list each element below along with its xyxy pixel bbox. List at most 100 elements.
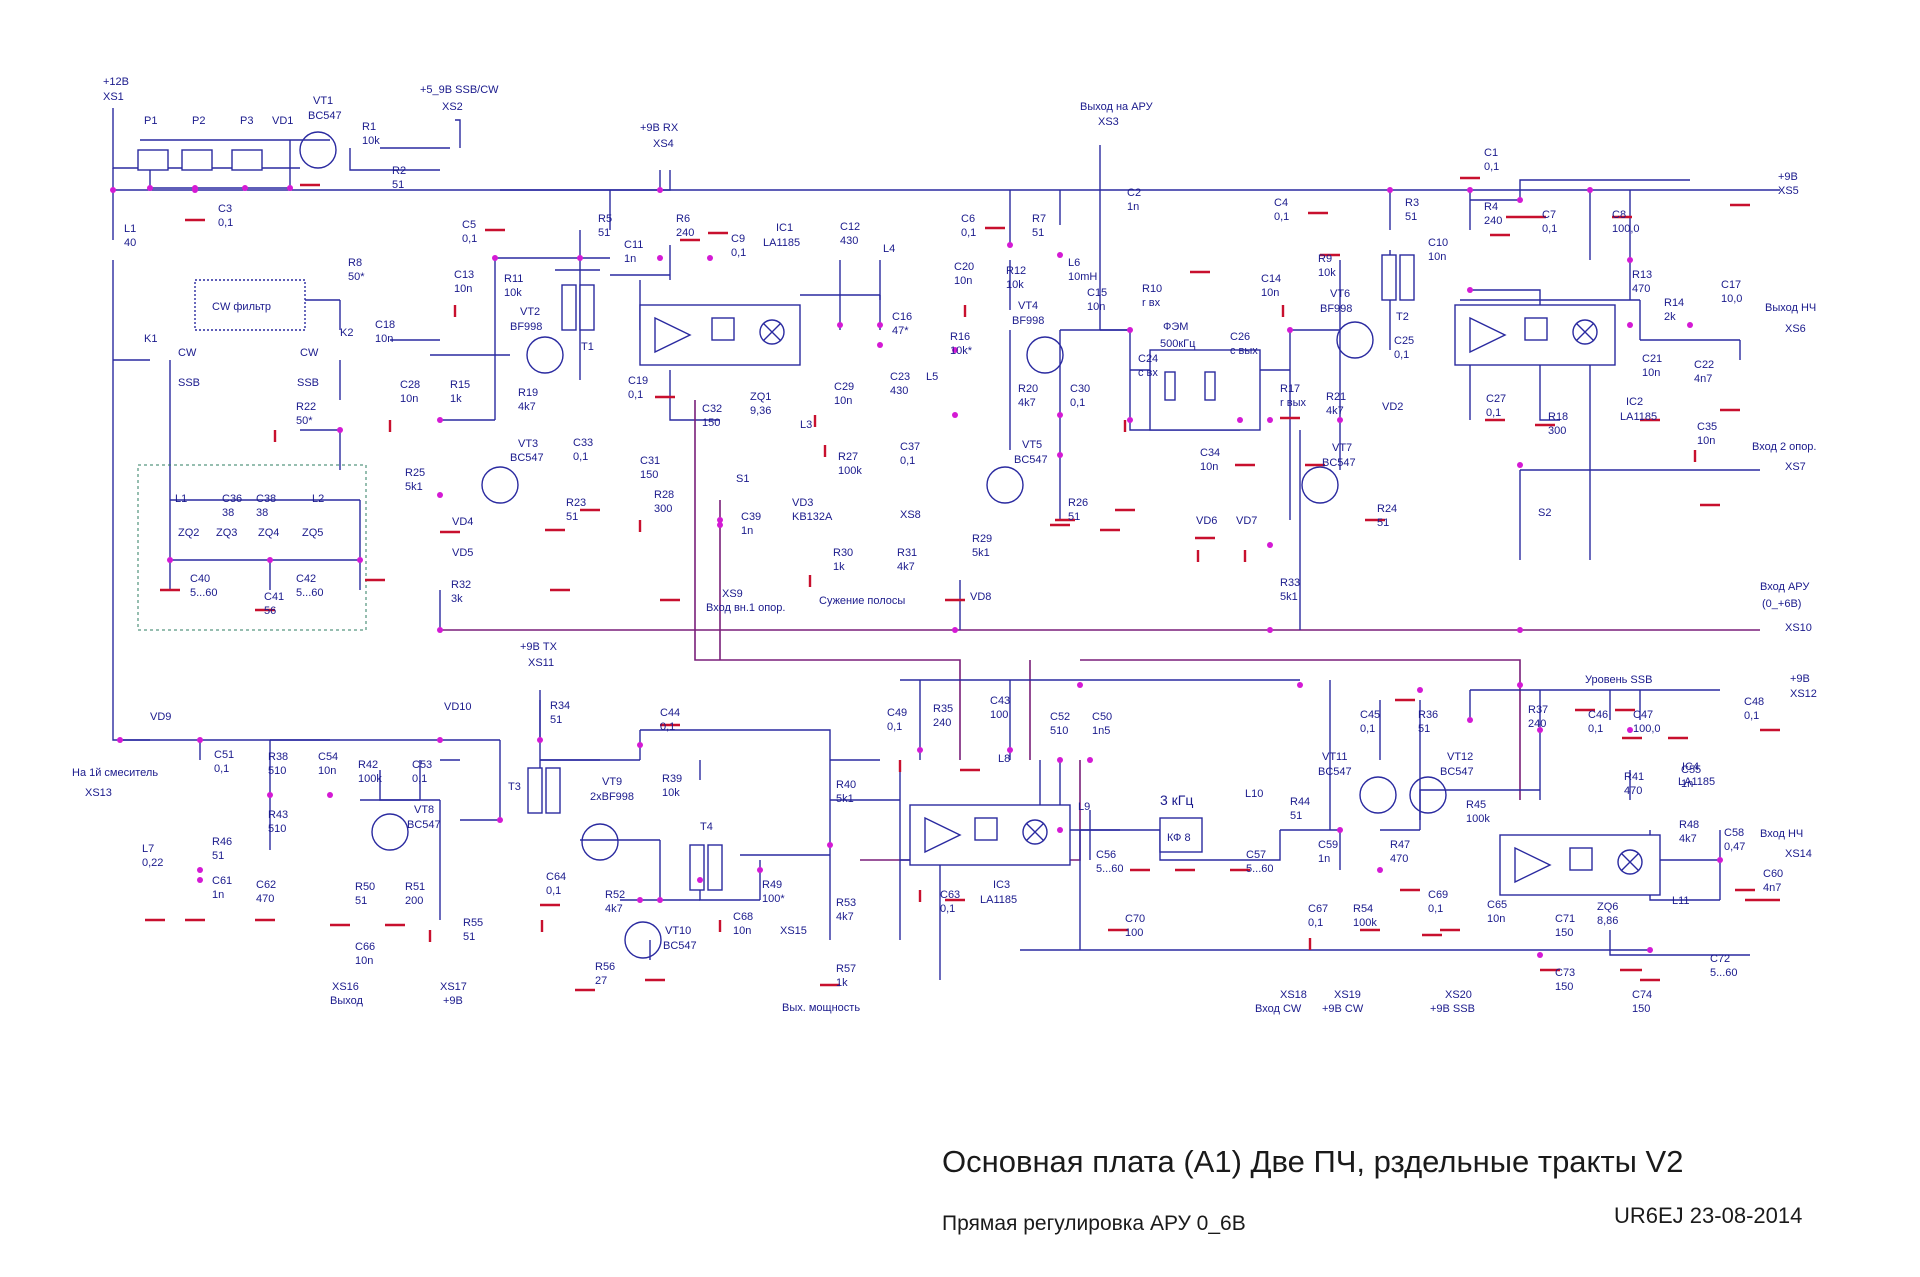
capacitor-c58-ref: C58 [1724,827,1744,839]
xs2-ref: XS2 [442,101,463,113]
misc-k1-label: K1 [144,333,157,345]
capacitor-c18-ref: C18 [375,319,395,331]
crystal-filter-area [137,464,367,631]
capacitor-c71-value: 150 [1555,927,1573,939]
xs10-label: Вход АРУ [1760,581,1810,593]
resistor-r42-ref: R42 [358,759,378,771]
misc-t4-label: T4 [700,821,713,833]
resistor-r19-ref: R19 [518,387,538,399]
capacitor-c45-value: 0,1 [1360,723,1375,735]
capacitor-c10-ref: C10 [1428,237,1448,249]
capacitor-c9-ref: C9 [731,233,745,245]
resistor-r12-ref: R12 [1006,265,1026,277]
capacitor-c74-ref: C74 [1632,989,1652,1001]
capacitor-c20-ref: C20 [954,261,974,273]
fem-freq-label: 500кГц [1160,338,1196,350]
capacitor-c27-ref: C27 [1486,393,1506,405]
vt10-ref: VT10 [665,925,691,937]
resistor-r29-ref: R29 [972,533,992,545]
capacitor-c46-value: 0,1 [1588,723,1603,735]
resistor-r52-value: 4k7 [605,903,623,915]
resistor-r15-value: 1k [450,393,462,405]
capacitor-c16-value: 47* [892,325,909,337]
resistor-r51-value: 200 [405,895,423,907]
xs12-ref: XS12 [1790,688,1817,700]
capacitor-c63-value: 0,1 [940,903,955,915]
out-power-label: Вых. мощность [782,1002,860,1014]
xs11-ref: XS11 [528,657,554,669]
resistor-r26-value: 51 [1068,511,1080,523]
resistor-r15-ref: R15 [450,379,470,391]
capacitor-c52-value: 510 [1050,725,1068,737]
resistor-r45-ref: R45 [1466,799,1486,811]
vt2-ref: VT2 [520,306,540,318]
vt11-part: BC547 [1318,766,1352,778]
resistor-r7-ref: R7 [1032,213,1046,225]
capacitor-c11-ref: C11 [624,239,643,251]
xs2-label: +5_9В SSB/CW [420,84,499,96]
capacitor-c60-ref: C60 [1763,868,1783,880]
xs17-ref: XS17 [440,981,467,993]
xs6-ref: XS6 [1785,323,1806,335]
inductor-l5-ref: L5 [926,371,938,383]
vt2-part: BF998 [510,321,542,333]
resistor-r25-ref: R25 [405,467,425,479]
capacitor-c15-ref: C15 [1087,287,1107,299]
k2-ssb: SSB [297,377,319,389]
capacitor-c56-value: 5...60 [1096,863,1124,875]
resistor-r20-ref: R20 [1018,383,1038,395]
xs18-ref: XS18 [1280,989,1307,1001]
misc-k2-label: K2 [340,327,353,339]
capacitor-c2-value: 1n [1127,201,1139,213]
inductor-l6-value: 10mH [1068,271,1097,283]
resistor-r38-value: 510 [268,765,286,777]
vt11-ref: VT11 [1322,751,1347,763]
resistor-r50-ref: R50 [355,881,375,893]
resistor-r49-value: 100* [762,893,785,905]
vt9-ref: VT9 [602,776,622,788]
capacitor-c19-ref: C19 [628,375,648,387]
inductor-l4-ref: L4 [883,243,895,255]
resistor-r14-ref: R14 [1664,297,1684,309]
capacitor-c25-value: 0,1 [1394,349,1409,361]
resistor-r32-value: 3k [451,593,463,605]
resistor-r41-ref: R41 [1624,771,1644,783]
inductor-l10-ref: L10 [1245,788,1263,800]
capacitor-c47-value: 100,0 [1633,723,1661,735]
xs10-ref: XS10 [1785,622,1812,634]
passive-component-labels: R110kR251R551R6240R751R850*R910kR351R424… [124,115,1783,1015]
misc-t3-label: T3 [508,781,521,793]
resistor-r19-value: 4k7 [518,401,536,413]
capacitor-c69-value: 0,1 [1428,903,1443,915]
capacitor-c64-value: 0,1 [546,885,561,897]
resistor-r4-value: 240 [1484,215,1502,227]
resistor-r38-ref: R38 [268,751,288,763]
resistor-r39-value: 10k [662,787,680,799]
capacitor-c25-ref: C25 [1394,335,1414,347]
capacitor-c35-ref: C35 [1697,421,1717,433]
capacitor-c51-value: 0,1 [214,763,229,775]
ic3-ref: IC3 [993,879,1010,891]
crystal-zq6-ref: ZQ6 [1597,901,1618,913]
capacitor-c39-value: 1n [741,525,753,537]
xs5-ref: XS5 [1778,185,1799,197]
ic1-ref: IC1 [776,222,793,234]
capacitor-c64-ref: C64 [546,871,566,883]
capacitor-c57-value: 5...60 [1246,863,1274,875]
capacitor-c43-ref: C43 [990,695,1010,707]
capacitor-c13-value: 10n [454,283,472,295]
inductor-l1-ref: L1 [124,223,136,235]
resistor-r45-value: 100k [1466,813,1490,825]
capacitor-c38-ref: C38 [256,493,276,505]
resistor-r5-ref: R5 [598,213,612,225]
resistor-r2-ref: R2 [392,165,406,177]
vt1-part: BC547 [308,110,342,122]
resistor-r18-value: 300 [1548,425,1566,437]
vt7-ref: VT7 [1332,442,1352,454]
xs4-label: +9В RX [640,122,679,134]
resistor-r4-ref: R4 [1484,201,1498,213]
inductor-l11-ref: L11 [1672,895,1690,907]
capacitor-c33-value: 0,1 [573,451,588,463]
capacitor-c42-value: 5...60 [296,587,324,599]
resistor-r43-ref: R43 [268,809,288,821]
